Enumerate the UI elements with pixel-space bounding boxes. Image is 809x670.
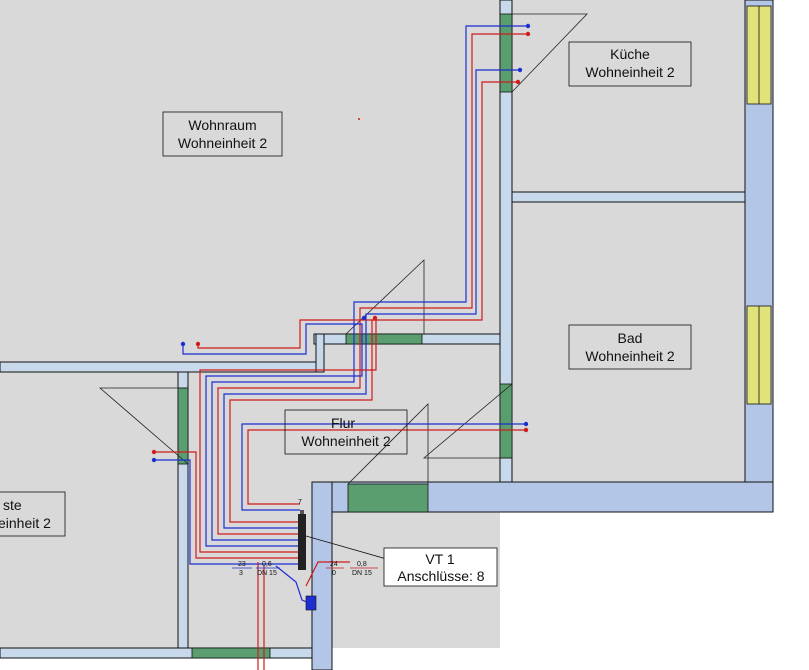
manifold-tag: 7 <box>298 499 302 506</box>
annotation-2-bottom: DN 15 <box>257 570 277 577</box>
room-labels: Wohnraum Wohneinheit 2 Küche Wohneinheit… <box>0 41 692 587</box>
endpoint-gaeste-supply <box>151 449 157 455</box>
door-bottom <box>191 647 271 659</box>
label-gaeste-line2: einheit 2 <box>0 515 51 531</box>
windows <box>746 5 772 405</box>
annotation-3-bottom: 0 <box>332 570 336 577</box>
label-kueche-line1: Küche <box>610 46 650 62</box>
swing-kueche <box>511 13 588 93</box>
endpoint-kueche-supply-b <box>515 79 521 85</box>
label-flur: Flur Wohneinheit 2 <box>284 409 408 455</box>
wall-step-joint <box>315 333 325 373</box>
endpoint-wohnraum-return <box>180 341 186 347</box>
label-wohnraum-line1: Wohnraum <box>188 117 256 133</box>
label-distributor: VT 1 Anschlüsse: 8 <box>383 547 498 587</box>
wall-kueche-bad <box>511 191 746 203</box>
wall-exterior-stair <box>311 481 333 670</box>
pipe-wohnraum-supply <box>197 319 377 553</box>
pipe-wohnraum-return <box>182 323 363 547</box>
marker-dot <box>358 118 360 120</box>
label-gaeste: ste einheit 2 <box>0 491 66 537</box>
heating-pipes <box>154 25 528 670</box>
wall-bottom-left <box>0 647 313 659</box>
label-wohnraum: Wohnraum Wohneinheit 2 <box>162 111 283 157</box>
pipe-kueche-supply-b <box>229 81 518 523</box>
endpoint-gaeste-return <box>151 457 157 463</box>
room-floor-kueche <box>512 0 745 192</box>
door-wohnraum <box>345 333 423 345</box>
pipe-gaeste-return <box>154 459 300 565</box>
swing-wohnraum <box>345 259 425 335</box>
annotation-1-top: 23 <box>238 561 246 568</box>
callout-line <box>305 535 391 561</box>
endpoint-wohnraum-supply <box>195 341 201 347</box>
pipe-kueche-return-b <box>223 69 520 529</box>
door-bad <box>499 383 513 459</box>
pipe-feed-out <box>305 561 350 587</box>
pipe-bad-supply <box>247 429 526 505</box>
label-kueche: Küche Wohneinheit 2 <box>568 41 692 87</box>
door-entrance <box>347 483 429 513</box>
manifold: 7 <box>298 499 391 611</box>
distributor-connections: Anschlüsse: 8 <box>397 568 484 584</box>
label-wohnraum-line2: Wohneinheit 2 <box>178 135 267 151</box>
valve <box>305 595 317 611</box>
annotation-4-top: 0,8 <box>357 561 367 568</box>
distributor-title: VT 1 <box>425 551 455 567</box>
swing-bad <box>422 383 513 459</box>
swing-entrance <box>347 403 429 485</box>
pipe-kueche-return-a <box>211 25 528 541</box>
label-flur-line2: Wohneinheit 2 <box>301 433 390 449</box>
label-gaeste-line1: ste <box>3 497 22 513</box>
label-bad-line2: Wohneinheit 2 <box>585 348 674 364</box>
manifold-bar <box>298 514 306 570</box>
endpoint-wohnraum-return-b <box>361 315 367 321</box>
pipe-kueche-supply-a <box>217 33 528 535</box>
endpoint-kueche-return-b <box>517 67 523 73</box>
pipe-gaeste-supply <box>154 451 300 559</box>
door-swings <box>98 13 588 485</box>
annotation-2-top: 0,6 <box>262 561 272 568</box>
label-flur-line1: Flur <box>331 415 355 431</box>
swing-gaeste <box>98 387 189 465</box>
pipe-annotations: 23 3 0,6 DN 15 24 0 0,8 DN 15 <box>232 561 378 577</box>
endpoint-wohnraum-supply-b <box>372 315 378 321</box>
endpoint-kueche-return-a <box>525 23 531 29</box>
endpoint-bad-return <box>523 421 529 427</box>
annotation-1-bottom: 3 <box>239 570 243 577</box>
label-kueche-line2: Wohneinheit 2 <box>585 64 674 80</box>
annotation-3-top: 24 <box>330 561 338 568</box>
endpoint-kueche-supply-a <box>525 31 531 37</box>
pipe-bad-return <box>241 423 526 511</box>
annotation-4-bottom: DN 15 <box>352 570 372 577</box>
pipe-endpoints <box>151 23 531 463</box>
label-bad: Bad Wohneinheit 2 <box>568 324 692 370</box>
label-bad-line1: Bad <box>618 330 643 346</box>
endpoint-bad-supply <box>523 427 529 433</box>
